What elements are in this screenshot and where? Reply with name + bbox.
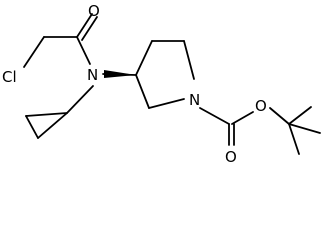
bond-cl-ch2 [23,36,45,68]
bond-ring-n-c2 [148,98,185,109]
atom-label-ester-oxygen: O [255,97,267,115]
bond-c3-c4 [135,40,153,76]
bond-tbu-methyl-right [288,123,321,134]
cyclopropyl-edge-1 [25,112,68,117]
cyclopropyl-edge-3 [37,112,68,139]
bond-c2-c3 [135,74,150,109]
bond-carbonyl-n [76,36,91,65]
atom-labels: Cl O N N O O [2,2,267,166]
bond-carbonyl-oxygen-2 [81,16,98,41]
bond-carbonyl-oxygen-1 [76,13,93,38]
stereo-wedge-bond [104,70,136,78]
bond-tbu-methyl-top [288,106,312,125]
bond-carbamate-ester-o [231,111,254,125]
bond-c5-ring-n [183,40,195,80]
bonds [23,13,321,155]
molecule-diagram: Cl O N N O O [2,2,321,166]
atom-label-ring-nitrogen: N [189,91,200,109]
atom-label-amide-nitrogen: N [87,66,98,84]
atom-label-carbonyl-oxygen-bottom: O [225,148,237,166]
bond-ester-o-tbu [269,107,290,125]
bond-n-cyclopropyl [66,85,94,114]
cyclopropyl-edge-2 [25,115,39,139]
bond-tbu-methyl-bottom [288,123,300,155]
atom-label-chlorine: Cl [2,68,17,86]
bond-ring-n-carbamate [199,107,230,125]
atom-label-carbonyl-oxygen-top: O [88,2,100,20]
